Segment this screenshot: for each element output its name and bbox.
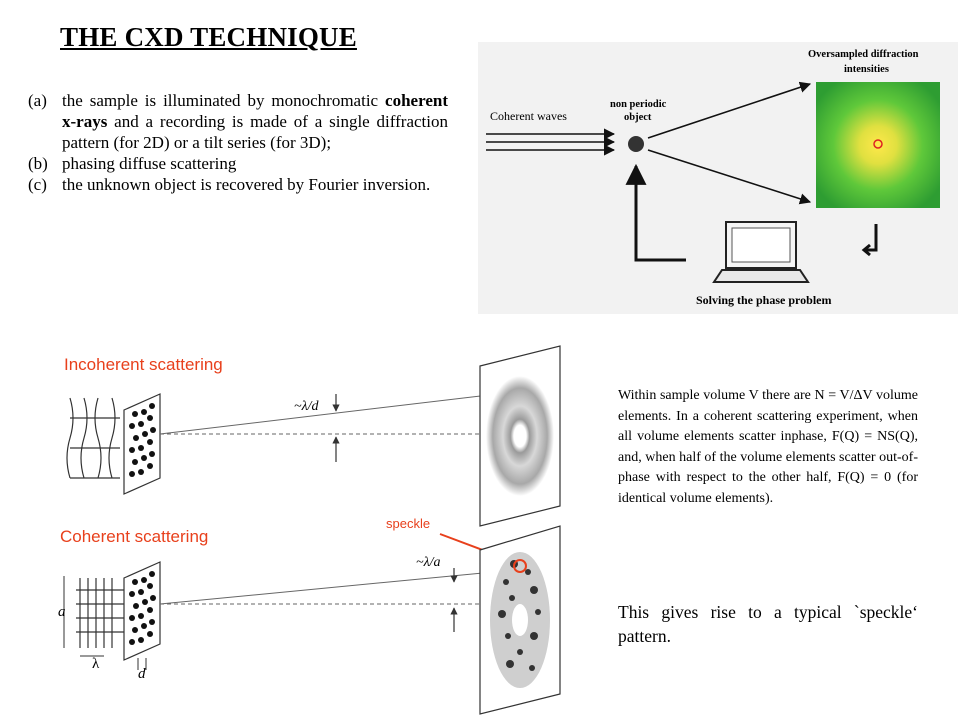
lambda-d-label: ~λ/d: [294, 399, 320, 414]
step-a: (a) the sample is illuminated by monochr…: [28, 90, 448, 153]
incoherent-waves: [66, 397, 120, 479]
diffraction-center: [873, 139, 883, 149]
object-label-2: object: [624, 112, 652, 123]
step-b: (b) phasing diffuse scattering: [28, 153, 448, 174]
feedback-right-arrowhead: [861, 243, 871, 257]
step-text-post: and a recording is made of a single diff…: [62, 112, 448, 152]
speckle-summary: This gives rise to a typical `speckle‘ p…: [618, 602, 918, 646]
cxd-schematic-svg: Coherent waves non periodic object Overs…: [486, 49, 940, 307]
a-label: a: [58, 604, 66, 620]
speckle-label: speckle: [386, 516, 430, 531]
step-label: (a): [28, 91, 47, 110]
step-text-bold: coherent x-rays: [62, 91, 448, 131]
coherent-wave-arrows: [486, 128, 616, 156]
lambda-label: λ: [92, 656, 100, 672]
scattered-arrows: [647, 81, 812, 205]
incoherent-ring-pattern: [486, 376, 554, 496]
incoherent-title: Incoherent scattering: [64, 355, 223, 374]
step-text: phasing diffuse scattering: [62, 154, 237, 173]
lambda-a-label: ~λ/a: [416, 555, 441, 570]
step-text: the sample is illuminated by monochromat…: [62, 90, 448, 153]
d-label: d: [138, 666, 146, 682]
coherent-title: Coherent scattering: [60, 527, 208, 546]
coherent-sample-dots: [129, 571, 156, 645]
speckle-dots: [498, 560, 541, 671]
incoherent-sample-dots: [129, 403, 156, 477]
feedback-left-arrow: [625, 163, 686, 262]
feedback-right-arrow: [866, 224, 878, 252]
intensities-label-1: Oversampled diffraction: [808, 49, 919, 60]
step-c: (c) the unknown object is recovered by F…: [28, 174, 448, 195]
speckle-highlight: [513, 559, 527, 573]
object-label-1: non periodic: [610, 99, 667, 110]
cxd-schematic: Coherent waves non periodic object Overs…: [478, 42, 958, 314]
step-label: (b): [28, 154, 48, 173]
speckle-center: [512, 604, 528, 636]
coherent-sample: [123, 561, 161, 661]
explanation-paragraph: Within sample volume V there are N = V/Δ…: [618, 388, 918, 506]
step-text-pre: the sample is illuminated by monochromat…: [62, 91, 386, 110]
scattering-schematic: Incoherent scattering ~λ/d Coh: [40, 338, 600, 718]
coherent-waves: [76, 578, 124, 648]
page-title: THE CXD TECHNIQUE: [60, 22, 357, 52]
step-text: the unknown object is recovered by Fouri…: [62, 175, 431, 194]
coherent-ray: [159, 569, 515, 605]
incoherent-sample: [123, 393, 161, 495]
scattering-svg: Incoherent scattering ~λ/d Coh: [58, 345, 561, 715]
coherent-waves-label: Coherent waves: [490, 109, 567, 123]
intensities-label-2: intensities: [844, 64, 889, 75]
step-label: (c): [28, 175, 47, 194]
laptop-icon: [712, 221, 810, 283]
diffraction-pattern: [816, 82, 940, 208]
phase-problem-label: Solving the phase problem: [696, 293, 831, 307]
steps-list: (a) the sample is illuminated by monochr…: [28, 90, 448, 195]
incoherent-ray: [159, 391, 515, 435]
object-blob: [628, 136, 644, 152]
